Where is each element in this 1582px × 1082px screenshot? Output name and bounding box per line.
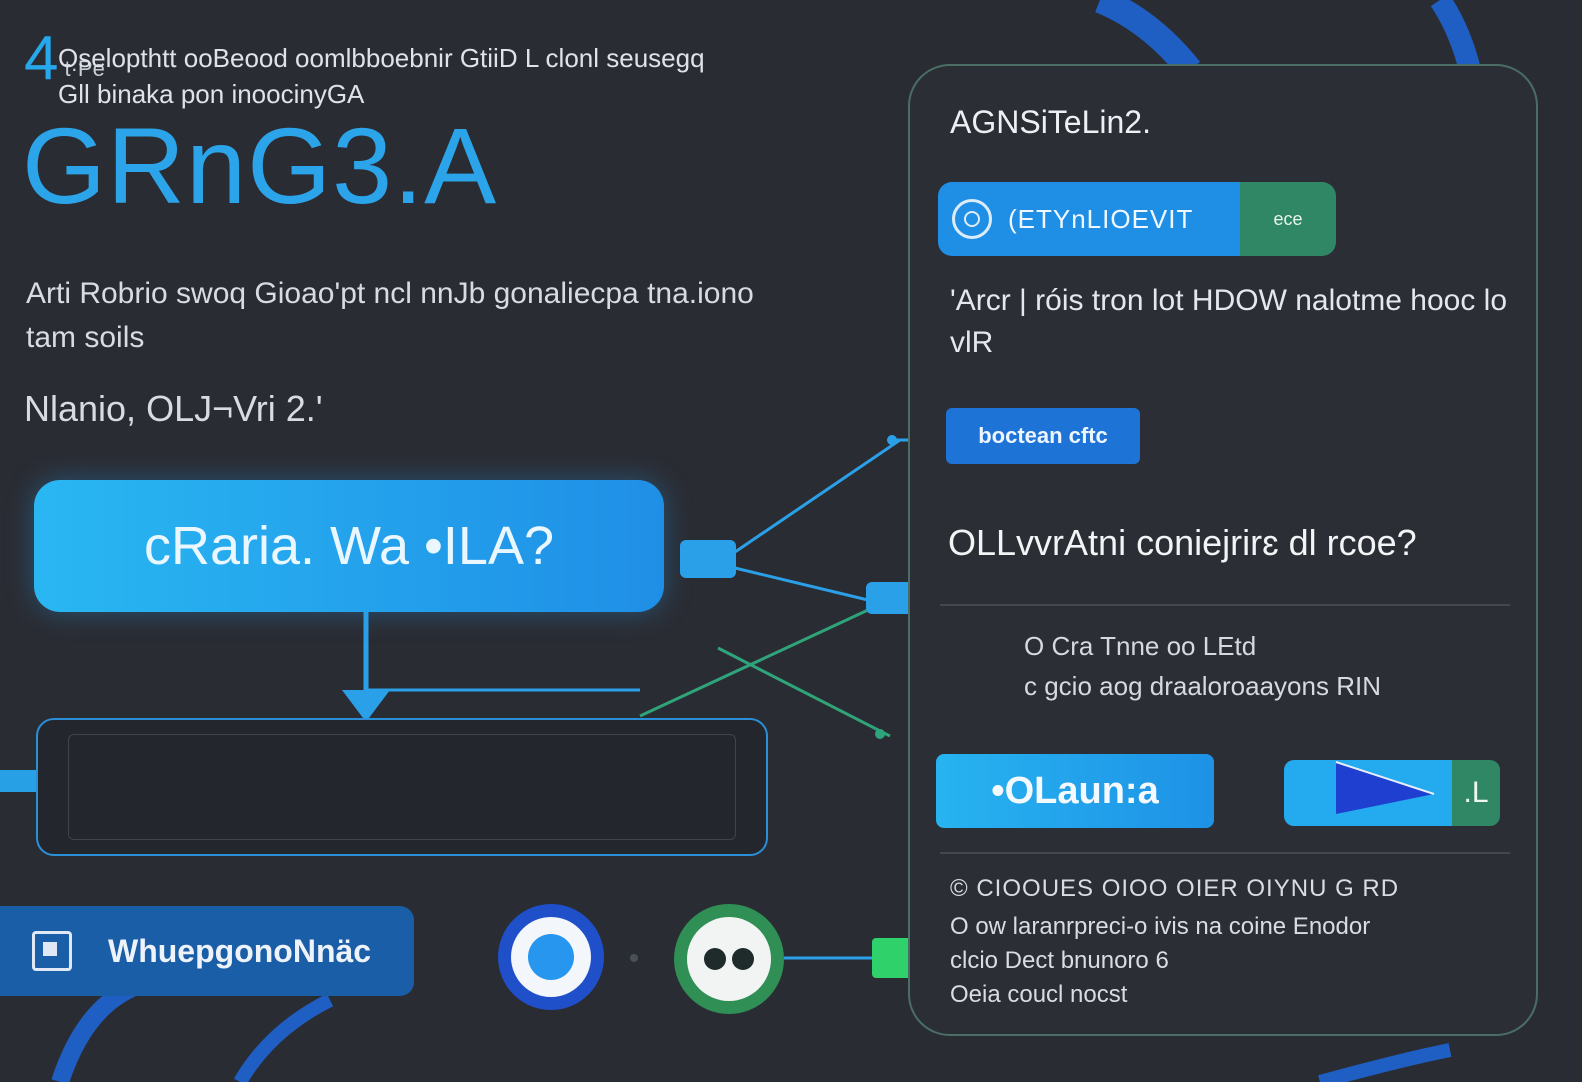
record-button[interactable] xyxy=(498,904,604,1010)
panel-chip[interactable]: (ETYnLIOEVIT ece xyxy=(938,182,1336,256)
page-title: GRnG3.A xyxy=(22,105,498,226)
panel-body-text: 'Arcr | róis tron lot HDOW nalotme hooc … xyxy=(950,284,1508,359)
intro-text: Arti Rоbrio swoq Gioao'pt ncl nnJb gonal… xyxy=(26,277,754,354)
record-dot-icon xyxy=(528,934,574,980)
edge-tab xyxy=(0,770,36,792)
launch-button[interactable]: •OLaun:a xyxy=(936,754,1214,828)
response-box xyxy=(36,718,768,856)
action-button-label: WhuepgonoNnäc xyxy=(108,932,372,969)
divider xyxy=(940,852,1510,854)
response-inner-frame xyxy=(68,734,736,840)
footer-line: Oeia coucl nocst xyxy=(950,981,1128,1008)
send-arrow-icon xyxy=(1335,761,1435,814)
footer-line: clcio Dect bnunoro 6 xyxy=(950,947,1169,974)
send-button-side: .L xyxy=(1452,760,1500,826)
record-ring xyxy=(511,917,591,997)
eye-icon-left xyxy=(704,948,726,970)
panel-footer: © CIOOUES OIOO OIER OIYNU G RD O ow lara… xyxy=(950,872,1520,1012)
panel-options: O Cra Tnne oo LEtd c gcio aog draaloroaa… xyxy=(1024,626,1381,706)
step-number: 4 t·Pe xyxy=(24,28,105,90)
assistant-avatar-ring xyxy=(687,917,771,1001)
assistant-avatar-button[interactable] xyxy=(674,904,784,1014)
agent-icon xyxy=(952,199,992,239)
eye-icon-right xyxy=(732,948,754,970)
connector-node-green xyxy=(872,938,912,978)
panel-question: OLLvvrAtni coniejrirɛ dl rcoe? xyxy=(948,522,1417,563)
connector-node-1 xyxy=(680,540,736,578)
tag-button[interactable]: boctean cftc xyxy=(946,408,1140,464)
step-number-suffix: t·Pe xyxy=(64,56,105,81)
divider xyxy=(940,604,1510,606)
panel-title: AGNSiTeLin2. xyxy=(950,104,1151,140)
footer-heading: © CIOOUES OIOO OIER OIYNU G RD xyxy=(950,875,1400,902)
intro-meta: Nlanio, OLJ¬Vri 2.' xyxy=(24,388,323,429)
step-number-value: 4 xyxy=(24,24,59,93)
chip-side: ece xyxy=(1240,182,1336,256)
question-button[interactable]: cRaria. Wa •ILA? xyxy=(34,480,664,612)
action-button[interactable]: WhuepgonoNnäc xyxy=(0,906,414,996)
chip-main: (ETYnLIOEVIT xyxy=(938,182,1240,256)
option-item[interactable]: O Cra Tnne oo LEtd xyxy=(1024,631,1257,661)
chip-label: (ETYnLIOEVIT xyxy=(1008,203,1194,234)
footer-line: O ow laranrpreci-o ivis na coine Enodor xyxy=(950,913,1371,940)
option-item[interactable]: c gcio aog draaloroaayons RIN xyxy=(1024,671,1381,701)
response-text: Oselopthtt ooBeood oomlbboebnir GtiiD L … xyxy=(58,43,705,109)
expand-icon xyxy=(32,931,72,971)
